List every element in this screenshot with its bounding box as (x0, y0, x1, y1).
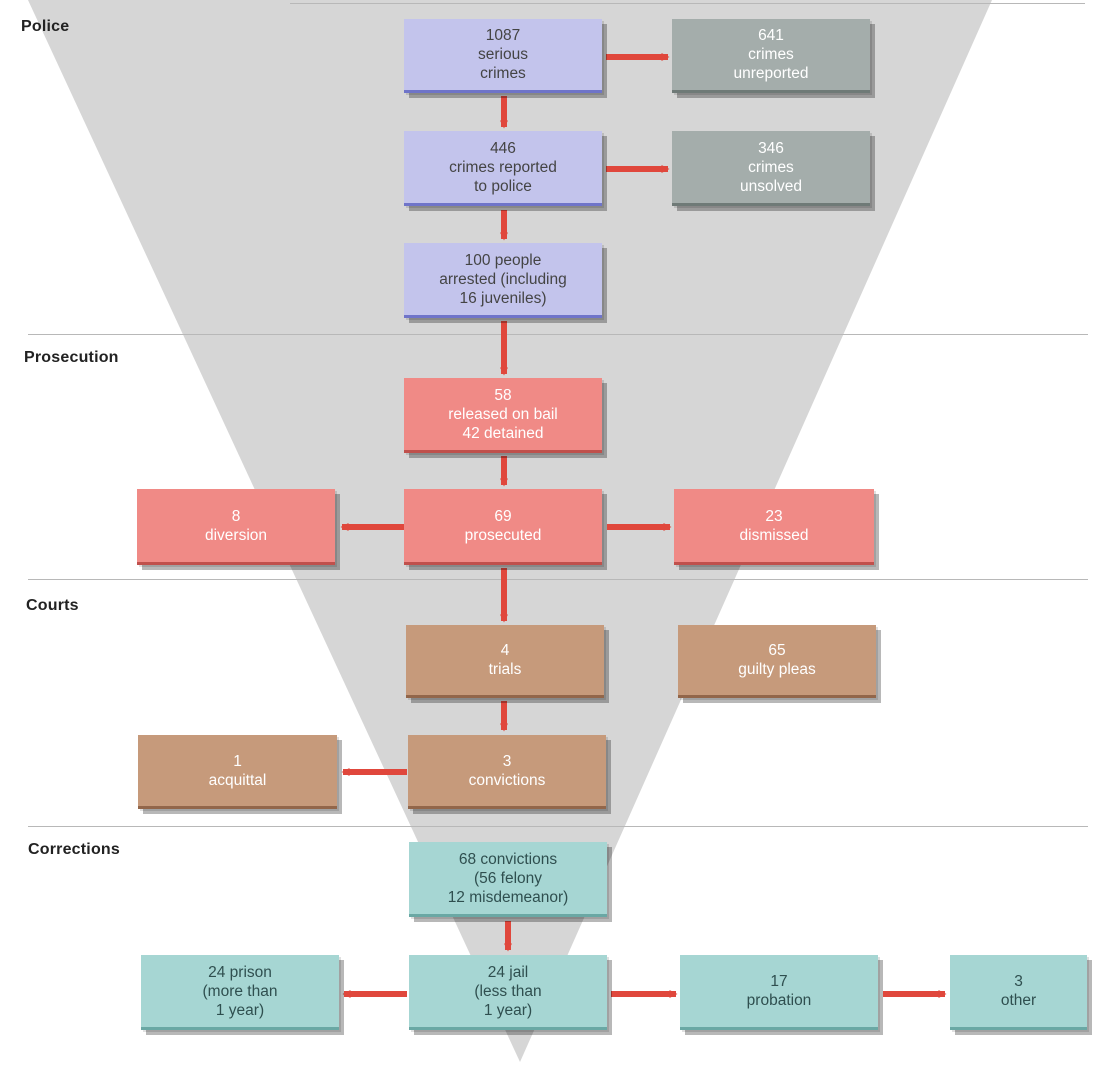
box-line: (more than (202, 982, 278, 1000)
box-line: 12 misdemeanor) (447, 888, 569, 906)
box-line: arrested (including (439, 270, 567, 288)
box-line: crimes (748, 46, 794, 63)
courts-divider (28, 579, 1088, 580)
box-convictions-total: 68 convictions (56 felony 12 misdemeanor… (409, 842, 607, 917)
box-crimes-unsolved: 346 crimes unsolved (672, 131, 870, 206)
box-prison: 24 prison (more than 1 year) (141, 955, 339, 1030)
box-line: dismissed (739, 526, 809, 544)
prosecution-divider (28, 334, 1088, 335)
box-line: 17 (770, 973, 788, 990)
box-line: prosecuted (464, 526, 542, 544)
box-line: convictions (468, 771, 546, 789)
box-line: (56 felony (473, 869, 543, 887)
box-line: 68 convictions (458, 850, 558, 868)
section-label-courts: Courts (26, 597, 79, 614)
box-probation: 17 probation (680, 955, 878, 1030)
box-line: released on bail (448, 405, 558, 423)
box-people-arrested: 100 people arrested (including 16 juveni… (404, 243, 602, 318)
box-serious-crimes: 1087 serious crimes (404, 19, 602, 93)
box-line: 8 (231, 507, 241, 525)
box-line: other (1000, 992, 1037, 1009)
box-line: 4 (500, 642, 510, 659)
box-line: crimes (480, 65, 526, 82)
box-line: 16 juveniles) (459, 289, 547, 307)
box-line: unreported (733, 65, 809, 82)
box-line: 69 (494, 507, 512, 525)
box-line: 65 (768, 642, 786, 659)
box-line: 42 detained (462, 424, 544, 442)
box-line: acquittal (208, 771, 267, 789)
box-line: unsolved (739, 177, 803, 195)
box-line: 58 (494, 386, 512, 404)
box-line: 3 (1014, 973, 1023, 990)
box-line: (less than (474, 982, 542, 1000)
box-line: 346 (758, 139, 784, 157)
box-line: 23 (765, 507, 783, 525)
box-line: guilty pleas (738, 661, 816, 678)
box-line: 1 year) (483, 1001, 533, 1019)
box-line: crimes (748, 158, 794, 176)
box-line: probation (746, 992, 812, 1009)
section-label-corrections: Corrections (28, 841, 120, 858)
box-line: 24 prison (208, 963, 272, 981)
box-released-on-bail: 58 released on bail 42 detained (404, 378, 602, 453)
box-line: trials (488, 661, 522, 678)
box-line: serious (478, 46, 528, 63)
box-line: 1 year) (215, 1001, 265, 1019)
box-line: to police (474, 177, 532, 195)
section-label-police: Police (21, 18, 70, 35)
box-other: 3 other (950, 955, 1087, 1030)
box-line: 1 (233, 752, 242, 770)
top-divider (290, 3, 1085, 4)
box-line: 1087 (485, 27, 521, 44)
box-line: diversion (204, 526, 268, 544)
box-diversion: 8 diversion (137, 489, 335, 565)
section-label-prosecution: Prosecution (24, 349, 119, 366)
box-guilty-pleas: 65 guilty pleas (678, 625, 876, 698)
box-line: 446 (490, 139, 516, 157)
box-line: 641 (758, 27, 784, 44)
box-crimes-unreported: 641 crimes unreported (672, 19, 870, 93)
box-line: 100 people (464, 251, 542, 269)
box-crimes-reported: 446 crimes reported to police (404, 131, 602, 206)
corrections-divider (28, 826, 1088, 827)
box-line: crimes reported (449, 158, 557, 176)
box-acquittal: 1 acquittal (138, 735, 337, 809)
box-jail: 24 jail (less than 1 year) (409, 955, 607, 1030)
box-trials: 4 trials (406, 625, 604, 698)
box-convictions: 3 convictions (408, 735, 606, 809)
box-dismissed: 23 dismissed (674, 489, 874, 565)
box-prosecuted: 69 prosecuted (404, 489, 602, 565)
box-line: 3 (502, 752, 512, 770)
box-line: 24 jail (487, 963, 529, 981)
